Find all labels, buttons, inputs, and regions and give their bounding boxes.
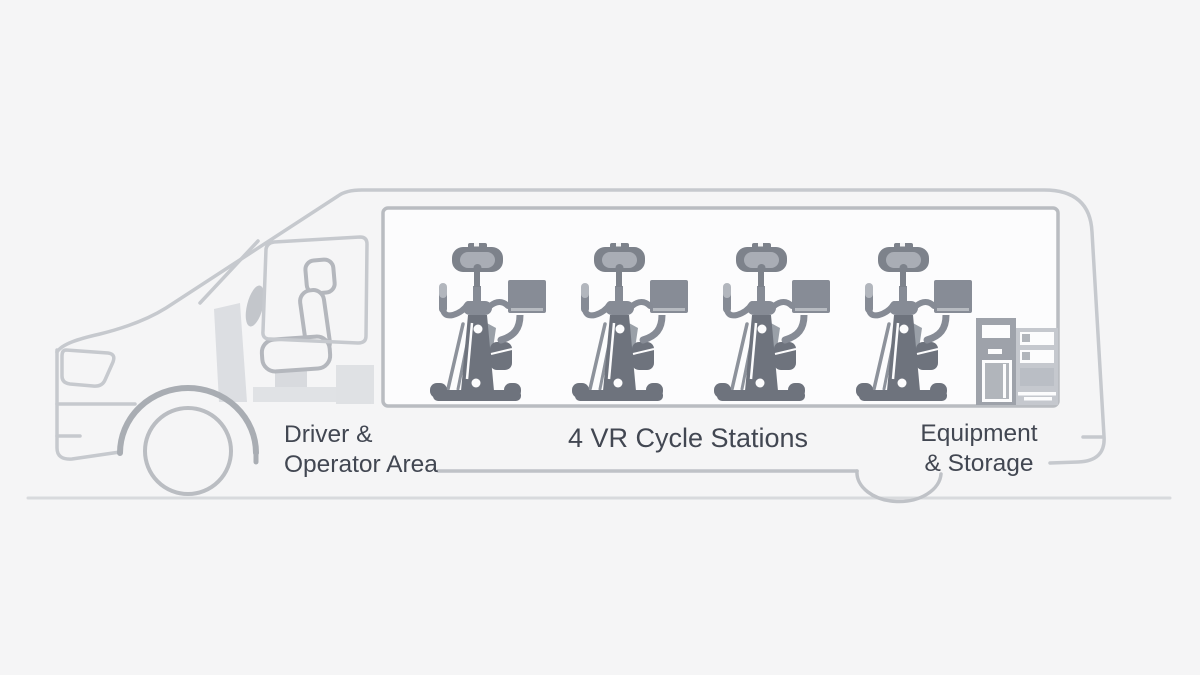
van-body-line — [55, 188, 1106, 465]
cab-floor — [253, 387, 341, 402]
cab-console — [336, 365, 374, 404]
wheel-tire — [143, 406, 233, 496]
headlight — [60, 348, 116, 388]
dashboard-column — [214, 303, 247, 402]
drawer-handle — [1022, 334, 1030, 342]
label-line: Operator Area — [284, 451, 438, 478]
van-outline — [55, 188, 1106, 504]
vr-cycle-stations-label: 4 VR Cycle Stations — [538, 423, 838, 453]
drawer-handle — [1022, 352, 1030, 360]
seat-cushion — [259, 334, 333, 374]
cab-interior — [214, 257, 374, 404]
storage-cabinet-left — [976, 318, 1016, 405]
cabinet-door-line — [1003, 364, 1006, 398]
label-line: 4 VR Cycle Stations — [567, 423, 809, 453]
equipment-storage-label: Equipment & Storage — [879, 419, 1079, 479]
rear-wheel-arch — [855, 469, 943, 504]
storage-cabinets — [976, 318, 1058, 405]
cabinet-slot — [988, 349, 1002, 354]
side-mirror — [245, 285, 265, 327]
wheel-arch — [117, 385, 259, 456]
front-bumper-line — [55, 348, 122, 461]
cabinet-vent — [1018, 392, 1056, 396]
driver-operator-area-label: Driver & Operator Area — [284, 420, 438, 480]
label-line: & Storage — [924, 450, 1034, 477]
cab-window — [261, 235, 369, 345]
cabinet-mid-panel — [1020, 368, 1054, 386]
front-wheel — [117, 385, 259, 496]
label-line: Driver & — [284, 421, 373, 448]
storage-cabinet-right — [1016, 328, 1058, 405]
cabinet-panel — [982, 325, 1010, 338]
driver-seat — [259, 257, 337, 374]
cabinet-vent — [1024, 397, 1052, 401]
seat-pedestal — [275, 370, 307, 387]
label-line: Equipment — [920, 420, 1038, 447]
windshield-line — [198, 239, 260, 305]
